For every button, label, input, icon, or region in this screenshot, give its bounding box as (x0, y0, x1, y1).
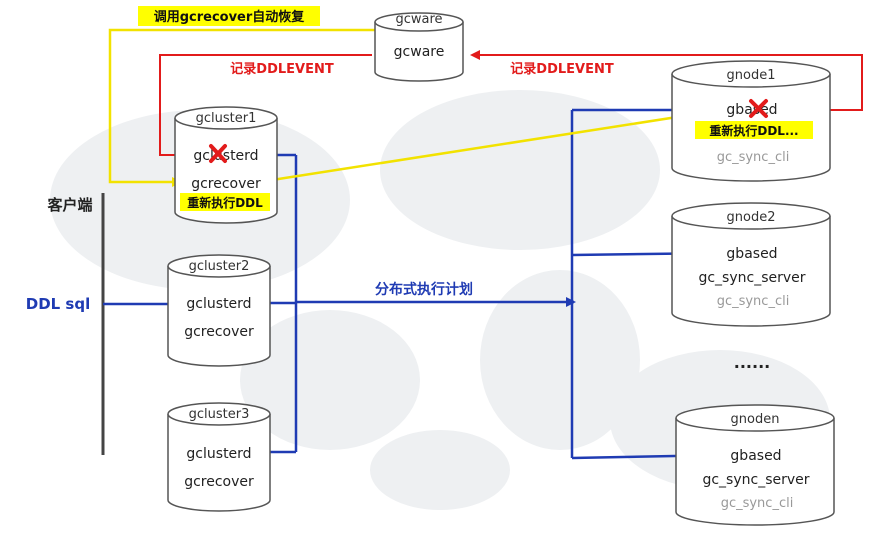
gcware-title: gcware (395, 12, 442, 27)
gcluster2-gclusterd: gclusterd (186, 296, 251, 312)
gcluster1-title: gcluster1 (196, 111, 257, 126)
gcluster3-gclusterd: gclusterd (186, 446, 251, 462)
reexec-ddl-label: 重新执行DDL (187, 195, 263, 210)
gcluster3-title: gcluster3 (189, 407, 250, 422)
gnode1-cylinder: gnode1 gbased 重新执行DDL... gc_sync_cli (671, 60, 831, 182)
yellow-path-gcware-to-gcrecover (108, 28, 375, 187)
gnode2-gc-sync-cli: gc_sync_cli (717, 294, 790, 309)
gcware-service: gcware (394, 44, 445, 60)
invoke-recover-highlight (138, 6, 320, 26)
gnoden-gbased: gbased (730, 448, 781, 464)
reexec-ddl-highlight (180, 193, 270, 211)
gnoden-title: gnoden (731, 412, 780, 427)
gcluster2-gcrecover: gcrecover (184, 324, 254, 340)
gnode1-title: gnode1 (727, 68, 776, 83)
failure-x-icon (749, 99, 768, 118)
gcluster1-gcrecover: gcrecover (191, 176, 261, 192)
client-label: 客户端 (46, 196, 92, 214)
gnoden-gc-sync-cli: gc_sync_cli (721, 496, 794, 511)
gcluster1-cylinder: gcluster1 gclusterd gcrecover 重新执行DDL (174, 106, 278, 224)
more-nodes-ellipsis: ...... (734, 353, 770, 372)
gnode1-gc-sync-cli: gc_sync_cli (717, 150, 790, 165)
gnode2-gbased: gbased (726, 246, 777, 262)
gcluster2-title: gcluster2 (189, 259, 250, 274)
dist-plan-label: 分布式执行计划 (375, 281, 473, 298)
gcluster3-gcrecover: gcrecover (184, 474, 254, 490)
record-ddlevent-right: 记录DDLEVENT (510, 62, 614, 77)
gcluster3-cylinder: gcluster3 gclusterd gcrecover (167, 402, 271, 512)
ddl-sql-label: DDL sql (26, 295, 91, 313)
failure-x-icon (209, 144, 227, 163)
gnoden-gc-sync-server: gc_sync_server (702, 472, 809, 488)
gnode2-gc-sync-server: gc_sync_server (698, 270, 805, 286)
gcluster2-cylinder: gcluster2 gclusterd gcrecover (167, 254, 271, 367)
record-ddlevent-left: 记录DDLEVENT (230, 62, 334, 77)
gnoden-cylinder: gnoden gbased gc_sync_server gc_sync_cli (675, 404, 835, 526)
reexec-ddl-node-highlight (695, 121, 813, 139)
invoke-recover-label: 调用gcrecover自动恢复 (154, 9, 306, 25)
gnode2-cylinder: gnode2 gbased gc_sync_server gc_sync_cli (671, 202, 831, 327)
gnode2-title: gnode2 (727, 210, 776, 225)
gcware-cylinder: gcware gcware (374, 12, 464, 82)
reexec-ddl-node-label: 重新执行DDL... (709, 123, 798, 138)
yellow-path-gcrecover-to-gnode1 (271, 111, 692, 182)
